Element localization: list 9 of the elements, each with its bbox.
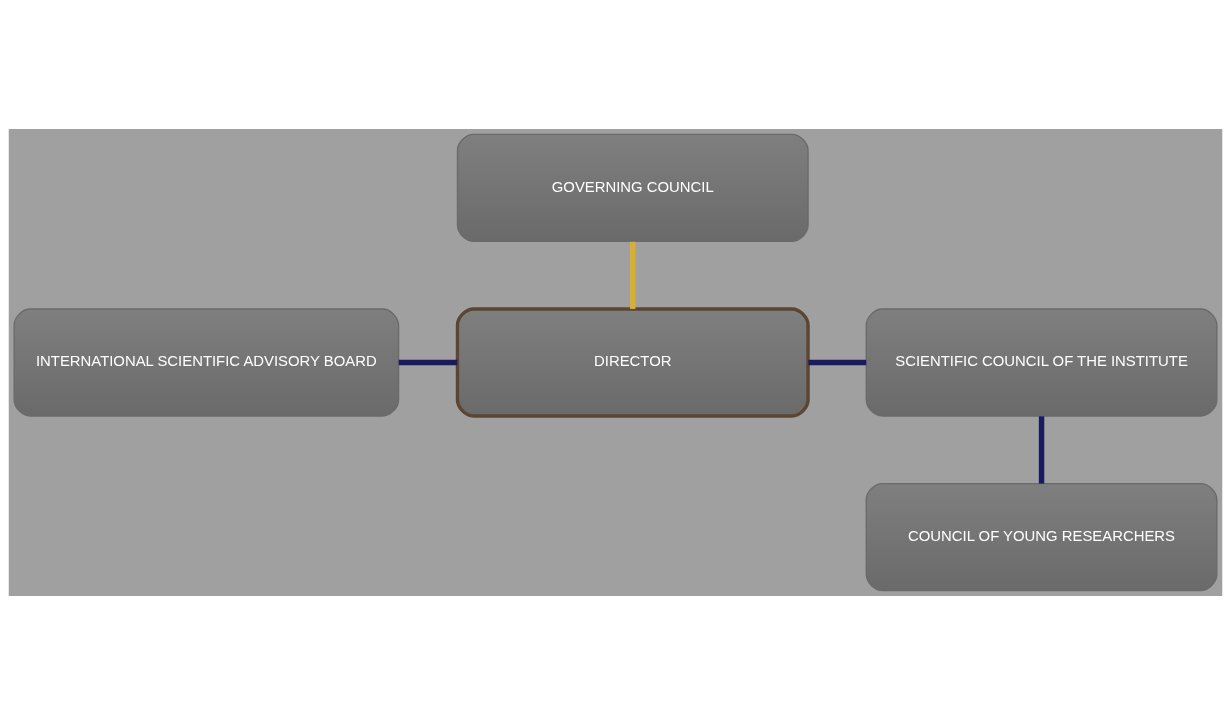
node-box: GOVERNING COUNCIL xyxy=(456,133,809,242)
connector xyxy=(630,241,636,309)
node-box: DIRECTOR xyxy=(455,306,810,418)
node-box: INTERNATIONAL SCIENTIFIC ADVISORY BOARD xyxy=(13,307,400,417)
node-box: COUNCIL OF YOUNG RESEARCHERS xyxy=(865,482,1218,591)
connector xyxy=(808,359,867,365)
connector xyxy=(1038,415,1045,484)
node-box: SCIENTIFIC COUNCIL OF THE INSTITUTE xyxy=(865,307,1218,417)
connector xyxy=(398,359,458,365)
